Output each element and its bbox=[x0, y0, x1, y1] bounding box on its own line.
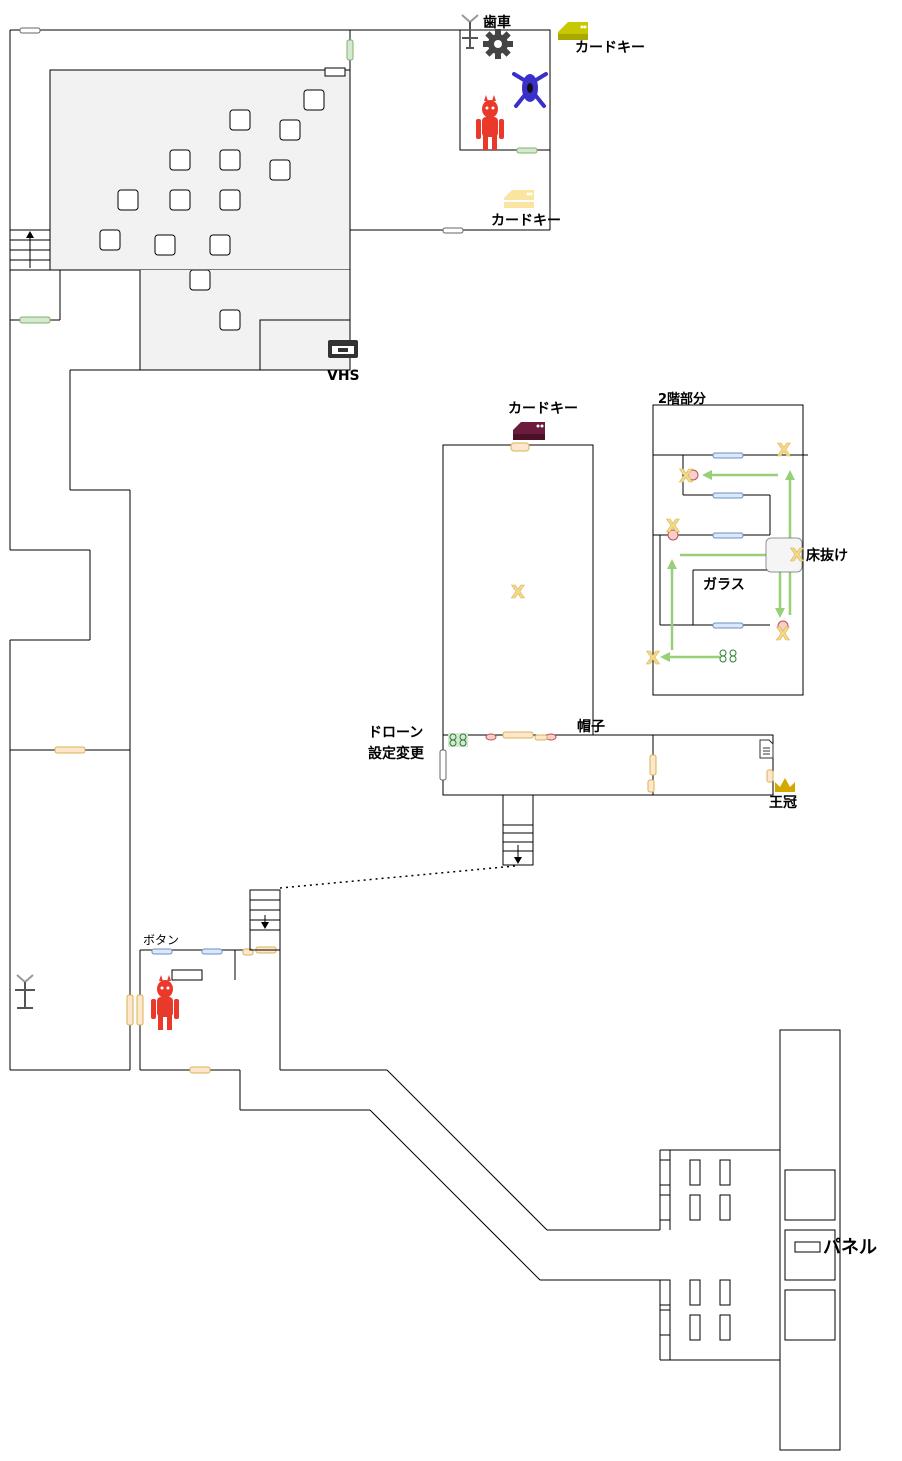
x-mark: X bbox=[679, 466, 693, 487]
crown-label: 王冠 bbox=[769, 795, 797, 811]
gear-icon bbox=[483, 29, 513, 59]
cardkey-label: カードキー bbox=[491, 213, 561, 229]
vhs-icon bbox=[328, 340, 358, 358]
drone-icon bbox=[448, 733, 468, 747]
cardkey-label: カードキー bbox=[508, 401, 578, 417]
button-label: ボタン bbox=[143, 933, 179, 947]
x-mark: X bbox=[646, 648, 660, 669]
stairs-icon bbox=[9, 229, 534, 951]
x-mark: X bbox=[777, 440, 791, 461]
vhs-label: VHS bbox=[327, 368, 360, 384]
monster-icon bbox=[151, 975, 179, 1030]
gear-label: 歯車 bbox=[483, 14, 511, 31]
tripod-icon bbox=[15, 974, 35, 1009]
x-marks: X X X X X X X bbox=[511, 440, 805, 670]
gear-room bbox=[459, 29, 551, 151]
labels: 歯車 カードキー カードキー VHS カードキー 2階部分 床抜け ガラス 帽子… bbox=[143, 14, 877, 1258]
hat-label: 帽子 bbox=[577, 718, 605, 735]
monster-icon bbox=[476, 95, 504, 150]
floor2-label: 2階部分 bbox=[658, 391, 706, 407]
drone-label: ドローン bbox=[368, 725, 423, 741]
cardkey-icon bbox=[558, 22, 588, 40]
route-arrows bbox=[660, 470, 803, 662]
cardkey-label: カードキー bbox=[575, 40, 645, 56]
document-icon bbox=[759, 739, 774, 759]
walls bbox=[9, 29, 841, 1451]
drone-icon bbox=[719, 649, 737, 663]
panel-hall bbox=[779, 1029, 841, 1451]
floor-drop-label: 床抜け bbox=[806, 547, 848, 564]
monster-icon bbox=[512, 72, 548, 108]
glass-label: ガラス bbox=[703, 577, 745, 593]
panel-label: パネル bbox=[823, 1237, 877, 1258]
tripod-icon bbox=[461, 14, 479, 49]
pillars bbox=[99, 67, 731, 1341]
crown-icon bbox=[775, 778, 795, 792]
drone-label: 設定変更 bbox=[368, 745, 425, 762]
hat-corridor bbox=[442, 734, 774, 796]
x-mark: X bbox=[666, 516, 680, 537]
floor2-section bbox=[652, 404, 804, 696]
cardkey-icon bbox=[513, 422, 545, 440]
doors bbox=[19, 27, 789, 1074]
x-mark: X bbox=[511, 582, 525, 603]
x-mark: X bbox=[790, 545, 804, 566]
x-mark: X bbox=[776, 624, 790, 645]
cardkey-icon bbox=[504, 190, 534, 208]
